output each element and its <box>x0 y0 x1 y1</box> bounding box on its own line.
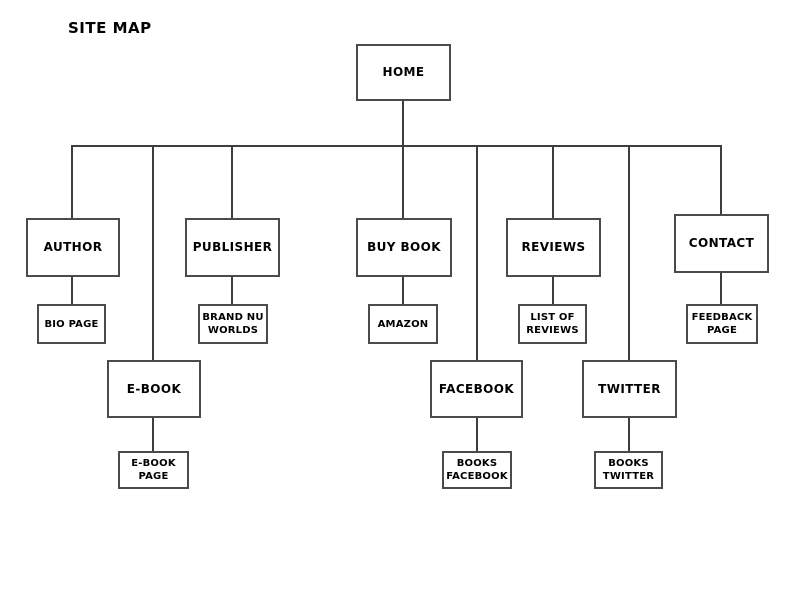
node-facebook-label: FACEBOOK <box>438 381 515 396</box>
node-amazon-label: AMAZON <box>377 318 429 330</box>
node-buy-book: BUY BOOK <box>356 218 452 277</box>
connector-publisher-brand-nu-worlds <box>231 277 233 304</box>
node-books-facebook-label: BOOKS FACEBOOK <box>446 458 508 482</box>
connector-author-bio-page <box>71 277 73 304</box>
connector-buy-book-amazon <box>402 277 404 304</box>
connector-home-author <box>71 146 73 218</box>
node-brand-nu-worlds: BRAND NU WORLDS <box>198 304 268 344</box>
node-list-of-reviews: LIST OF REVIEWS <box>518 304 587 344</box>
connector-home-facebook <box>476 146 478 360</box>
node-ebook: E-BOOK <box>107 360 201 418</box>
node-contact: CONTACT <box>674 214 769 273</box>
node-books-facebook: BOOKS FACEBOOK <box>442 451 512 489</box>
connector-ebook-ebook-page <box>152 418 154 451</box>
connector-home-contact <box>720 146 722 214</box>
node-twitter-label: TWITTER <box>598 381 661 396</box>
node-ebook-page: E-BOOK PAGE <box>118 451 189 489</box>
node-publisher: PUBLISHER <box>185 218 280 277</box>
node-author: AUTHOR <box>26 218 120 277</box>
node-ebook-page-label: E-BOOK PAGE <box>131 458 176 482</box>
connector-home-twitter <box>628 146 630 360</box>
node-twitter: TWITTER <box>582 360 677 418</box>
node-author-label: AUTHOR <box>43 240 103 255</box>
connector-twitter-books-twitter <box>628 418 630 451</box>
node-brand-nu-worlds-label: BRAND NU WORLDS <box>202 312 264 336</box>
node-books-twitter-label: BOOKS TWITTER <box>602 458 655 482</box>
node-bio-page: BIO PAGE <box>37 304 106 344</box>
connector-facebook-books-facebook <box>476 418 478 451</box>
connector-home-buy-book <box>402 101 404 218</box>
connector-reviews-list-of-reviews <box>552 277 554 304</box>
connector-contact-feedback-page <box>720 273 722 304</box>
node-ebook-label: E-BOOK <box>126 381 182 396</box>
connector-home-ebook <box>152 146 154 360</box>
node-bio-page-label: BIO PAGE <box>44 318 99 330</box>
node-publisher-label: PUBLISHER <box>192 240 273 255</box>
node-home-label: HOME <box>382 65 425 80</box>
node-reviews: REVIEWS <box>506 218 601 277</box>
node-reviews-label: REVIEWS <box>521 240 586 255</box>
page-title: SITE MAP <box>68 19 152 37</box>
node-facebook: FACEBOOK <box>430 360 523 418</box>
node-amazon: AMAZON <box>368 304 438 344</box>
connector-main-bar <box>71 145 722 147</box>
connector-home-publisher <box>231 146 233 218</box>
node-home: HOME <box>356 44 451 101</box>
node-books-twitter: BOOKS TWITTER <box>594 451 663 489</box>
node-feedback-page: FEEDBACK PAGE <box>686 304 758 344</box>
connector-home-reviews <box>552 146 554 218</box>
node-feedback-page-label: FEEDBACK PAGE <box>691 312 753 336</box>
node-list-of-reviews-label: LIST OF REVIEWS <box>526 312 579 336</box>
node-buy-book-label: BUY BOOK <box>367 240 441 255</box>
node-contact-label: CONTACT <box>688 236 755 251</box>
